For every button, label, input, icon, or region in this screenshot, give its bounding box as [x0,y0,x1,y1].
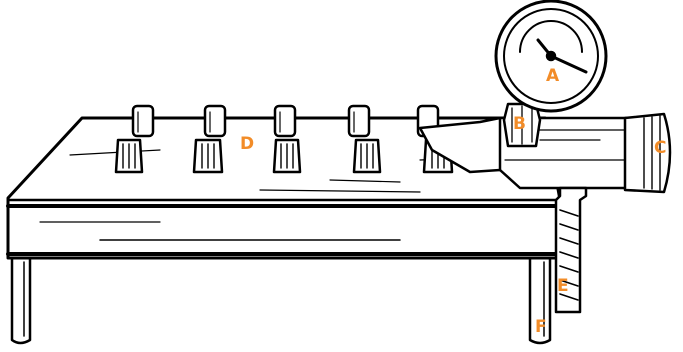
label-b: B [513,114,526,134]
label-a: A [546,66,560,86]
table-legs [12,258,550,343]
label-d: D [240,134,254,154]
pressure-gauge [496,1,606,111]
label-c: C [654,138,666,158]
label-f: F [535,317,547,337]
label-e: E [557,276,569,296]
